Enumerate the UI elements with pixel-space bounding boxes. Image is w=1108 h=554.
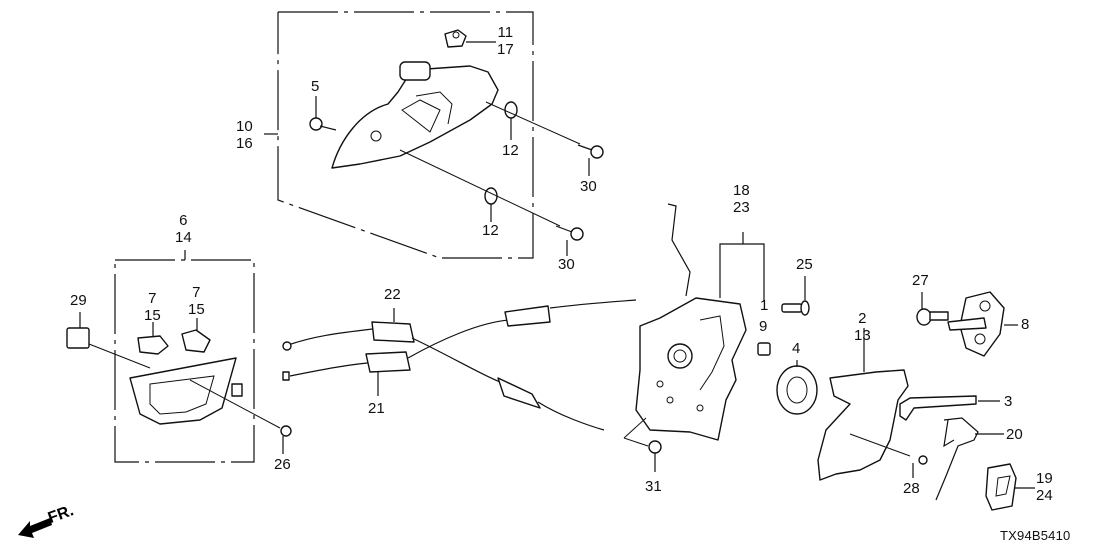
part-19-cap[interactable] — [985, 463, 1035, 511]
part-11-clip[interactable] — [444, 29, 467, 48]
part-7-clip-b[interactable] — [181, 329, 211, 353]
part-29-clip[interactable] — [66, 327, 90, 349]
callout-25: 25 — [796, 256, 813, 273]
callout-27: 27 — [912, 272, 929, 289]
callout-9: 9 — [759, 318, 768, 335]
part-2-cover[interactable] — [817, 328, 911, 481]
part-5-screw[interactable] — [309, 117, 323, 131]
cable-21-sleeve[interactable] — [365, 351, 411, 373]
callout-22: 22 — [384, 286, 401, 303]
callout-4: 4 — [792, 340, 801, 357]
cable-22-sleeve[interactable] — [371, 321, 415, 343]
outside-handle[interactable] — [331, 65, 499, 169]
part-20-rod[interactable] — [935, 417, 1004, 501]
callout-5: 5 — [311, 78, 320, 95]
callout-28: 28 — [903, 480, 920, 497]
callout-30-b: 30 — [558, 256, 575, 273]
callout-31: 31 — [645, 478, 662, 495]
callout-8: 8 — [1021, 316, 1030, 333]
inside-handle-group — [66, 250, 292, 463]
part-12-grommet-a[interactable] — [504, 101, 518, 119]
part-28-screw[interactable] — [912, 455, 928, 478]
callout-29: 29 — [70, 292, 87, 309]
callout-20: 20 — [1006, 426, 1023, 443]
latch-assembly — [623, 203, 771, 472]
callout-21: 21 — [368, 400, 385, 417]
callout-1: 1 — [760, 297, 769, 314]
callout-26: 26 — [274, 456, 291, 473]
callout-3: 3 — [1004, 393, 1013, 410]
outside-handle-group — [264, 11, 604, 259]
door-latch[interactable] — [635, 297, 747, 441]
cables — [282, 299, 637, 431]
part-27-screw[interactable] — [916, 292, 949, 326]
part-30-bolt-b[interactable] — [555, 225, 584, 256]
part-4-seal[interactable] — [776, 360, 818, 415]
inside-handle[interactable] — [129, 357, 237, 425]
part-25-bolt[interactable] — [781, 276, 810, 316]
part-8-striker[interactable] — [947, 291, 1018, 357]
front-direction-arrow-icon — [18, 518, 52, 538]
part-9-nut[interactable] — [757, 342, 771, 356]
callout-12-b: 12 — [482, 222, 499, 239]
callout-12-a: 12 — [502, 142, 519, 159]
part-26-screw[interactable] — [280, 425, 292, 437]
part-31-screw[interactable] — [648, 440, 662, 454]
part-30-bolt-a[interactable] — [577, 144, 604, 176]
part-7-clip-a[interactable] — [137, 335, 169, 355]
callout-30-a: 30 — [580, 178, 597, 195]
part-3-rod[interactable] — [899, 395, 1000, 421]
diagram-code: TX94B5410 — [1000, 528, 1071, 543]
part-12-grommet-b[interactable] — [484, 187, 498, 205]
